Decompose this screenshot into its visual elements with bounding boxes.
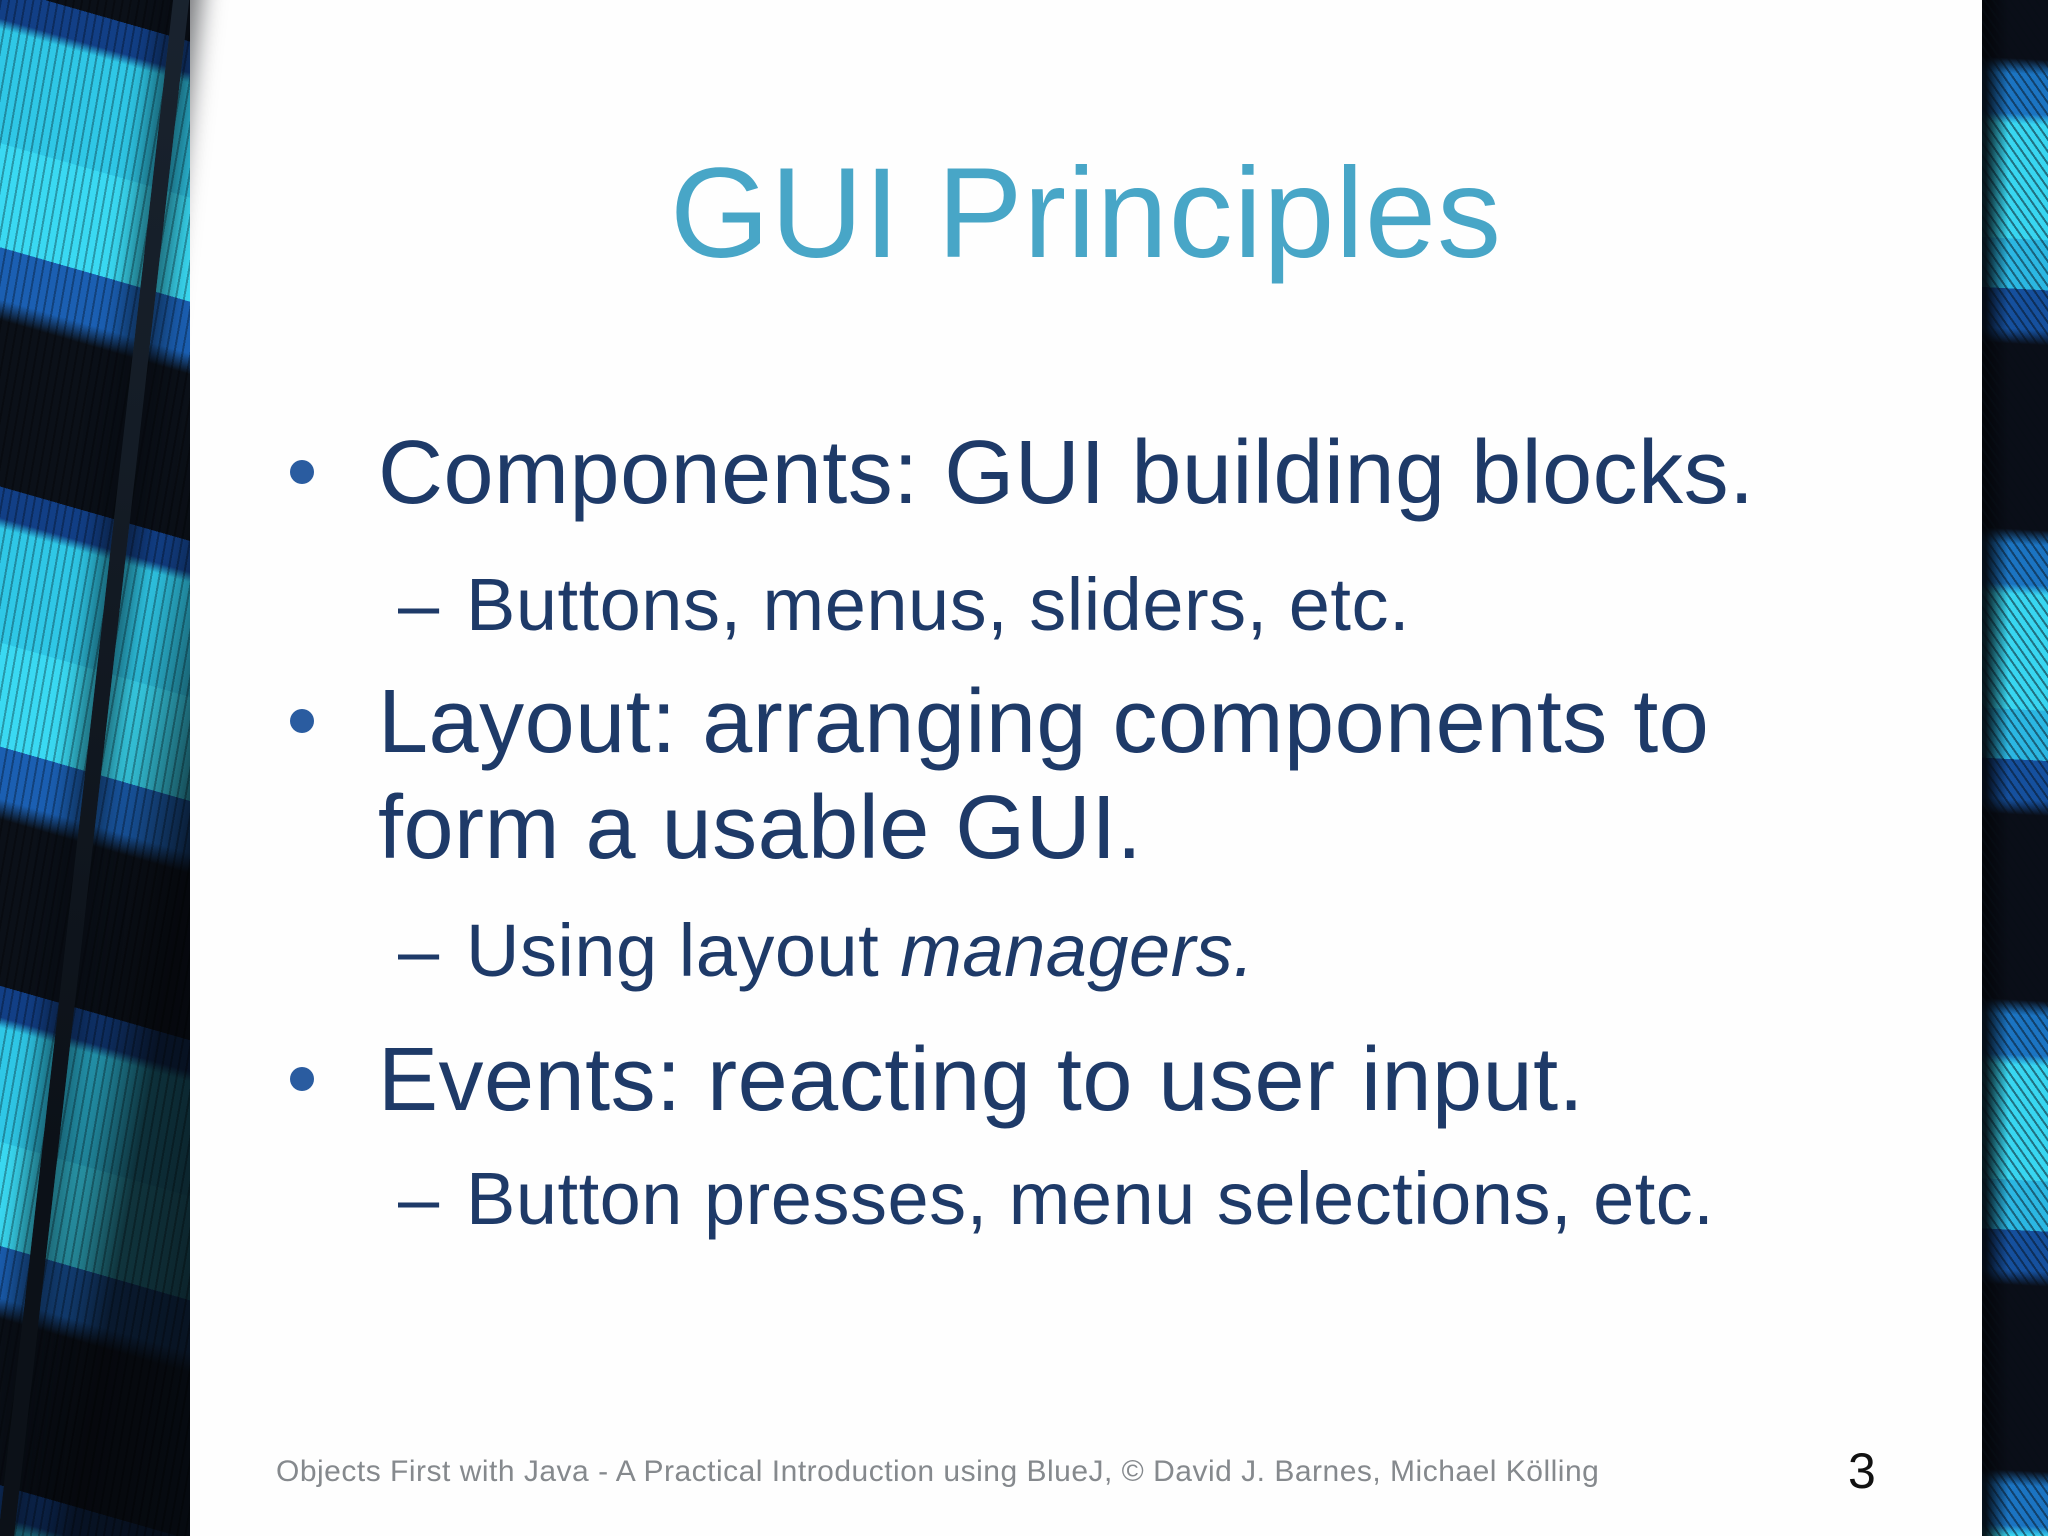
sub-bullet-text-regular: Using layout: [466, 909, 901, 992]
bullet-text: Layout: arranging components to form a u…: [378, 672, 1710, 878]
sub-bullet-text: Using layout managers.: [466, 907, 1254, 995]
bullet-item-events: Events: reacting to user input.: [290, 1027, 1810, 1133]
bullet-marker: [290, 1027, 378, 1091]
right-feather-image: [1982, 0, 2048, 1536]
slide-title: GUI Principles: [670, 142, 1502, 285]
sub-bullet-layout-managers: – Using layout managers.: [398, 907, 1898, 995]
left-feather-image: [0, 0, 198, 1536]
bullet-text: Events: reacting to user input.: [378, 1030, 1585, 1130]
footer-credit: Objects First with Java - A Practical In…: [276, 1455, 1600, 1488]
bullet-dot-icon: [290, 1067, 314, 1091]
sub-bullet-text: Button presses, menu selections, etc.: [466, 1157, 1715, 1240]
bullet-text: Components: GUI building blocks.: [378, 423, 1755, 523]
feather-shaft: [0, 0, 198, 1536]
bullet-dot-icon: [290, 460, 314, 484]
sub-bullet-button-presses: – Button presses, menu selections, etc.: [398, 1155, 1898, 1243]
bullet-marker: [290, 420, 378, 484]
dash-icon: –: [398, 1157, 440, 1240]
bullet-item-layout: Layout: arranging components to form a u…: [290, 669, 1810, 881]
page-number: 3: [1848, 1443, 1876, 1499]
sub-bullet-text: Buttons, menus, sliders, etc.: [466, 563, 1411, 646]
bullet-dot-icon: [290, 709, 314, 733]
sub-bullet-text-italic: managers.: [900, 909, 1255, 992]
dash-icon: –: [398, 909, 440, 992]
bullet-item-components: Components: GUI building blocks.: [290, 420, 1810, 526]
dash-icon: –: [398, 563, 440, 646]
sub-bullet-buttons-menus: – Buttons, menus, sliders, etc.: [398, 561, 1898, 649]
bullet-marker: [290, 669, 378, 733]
